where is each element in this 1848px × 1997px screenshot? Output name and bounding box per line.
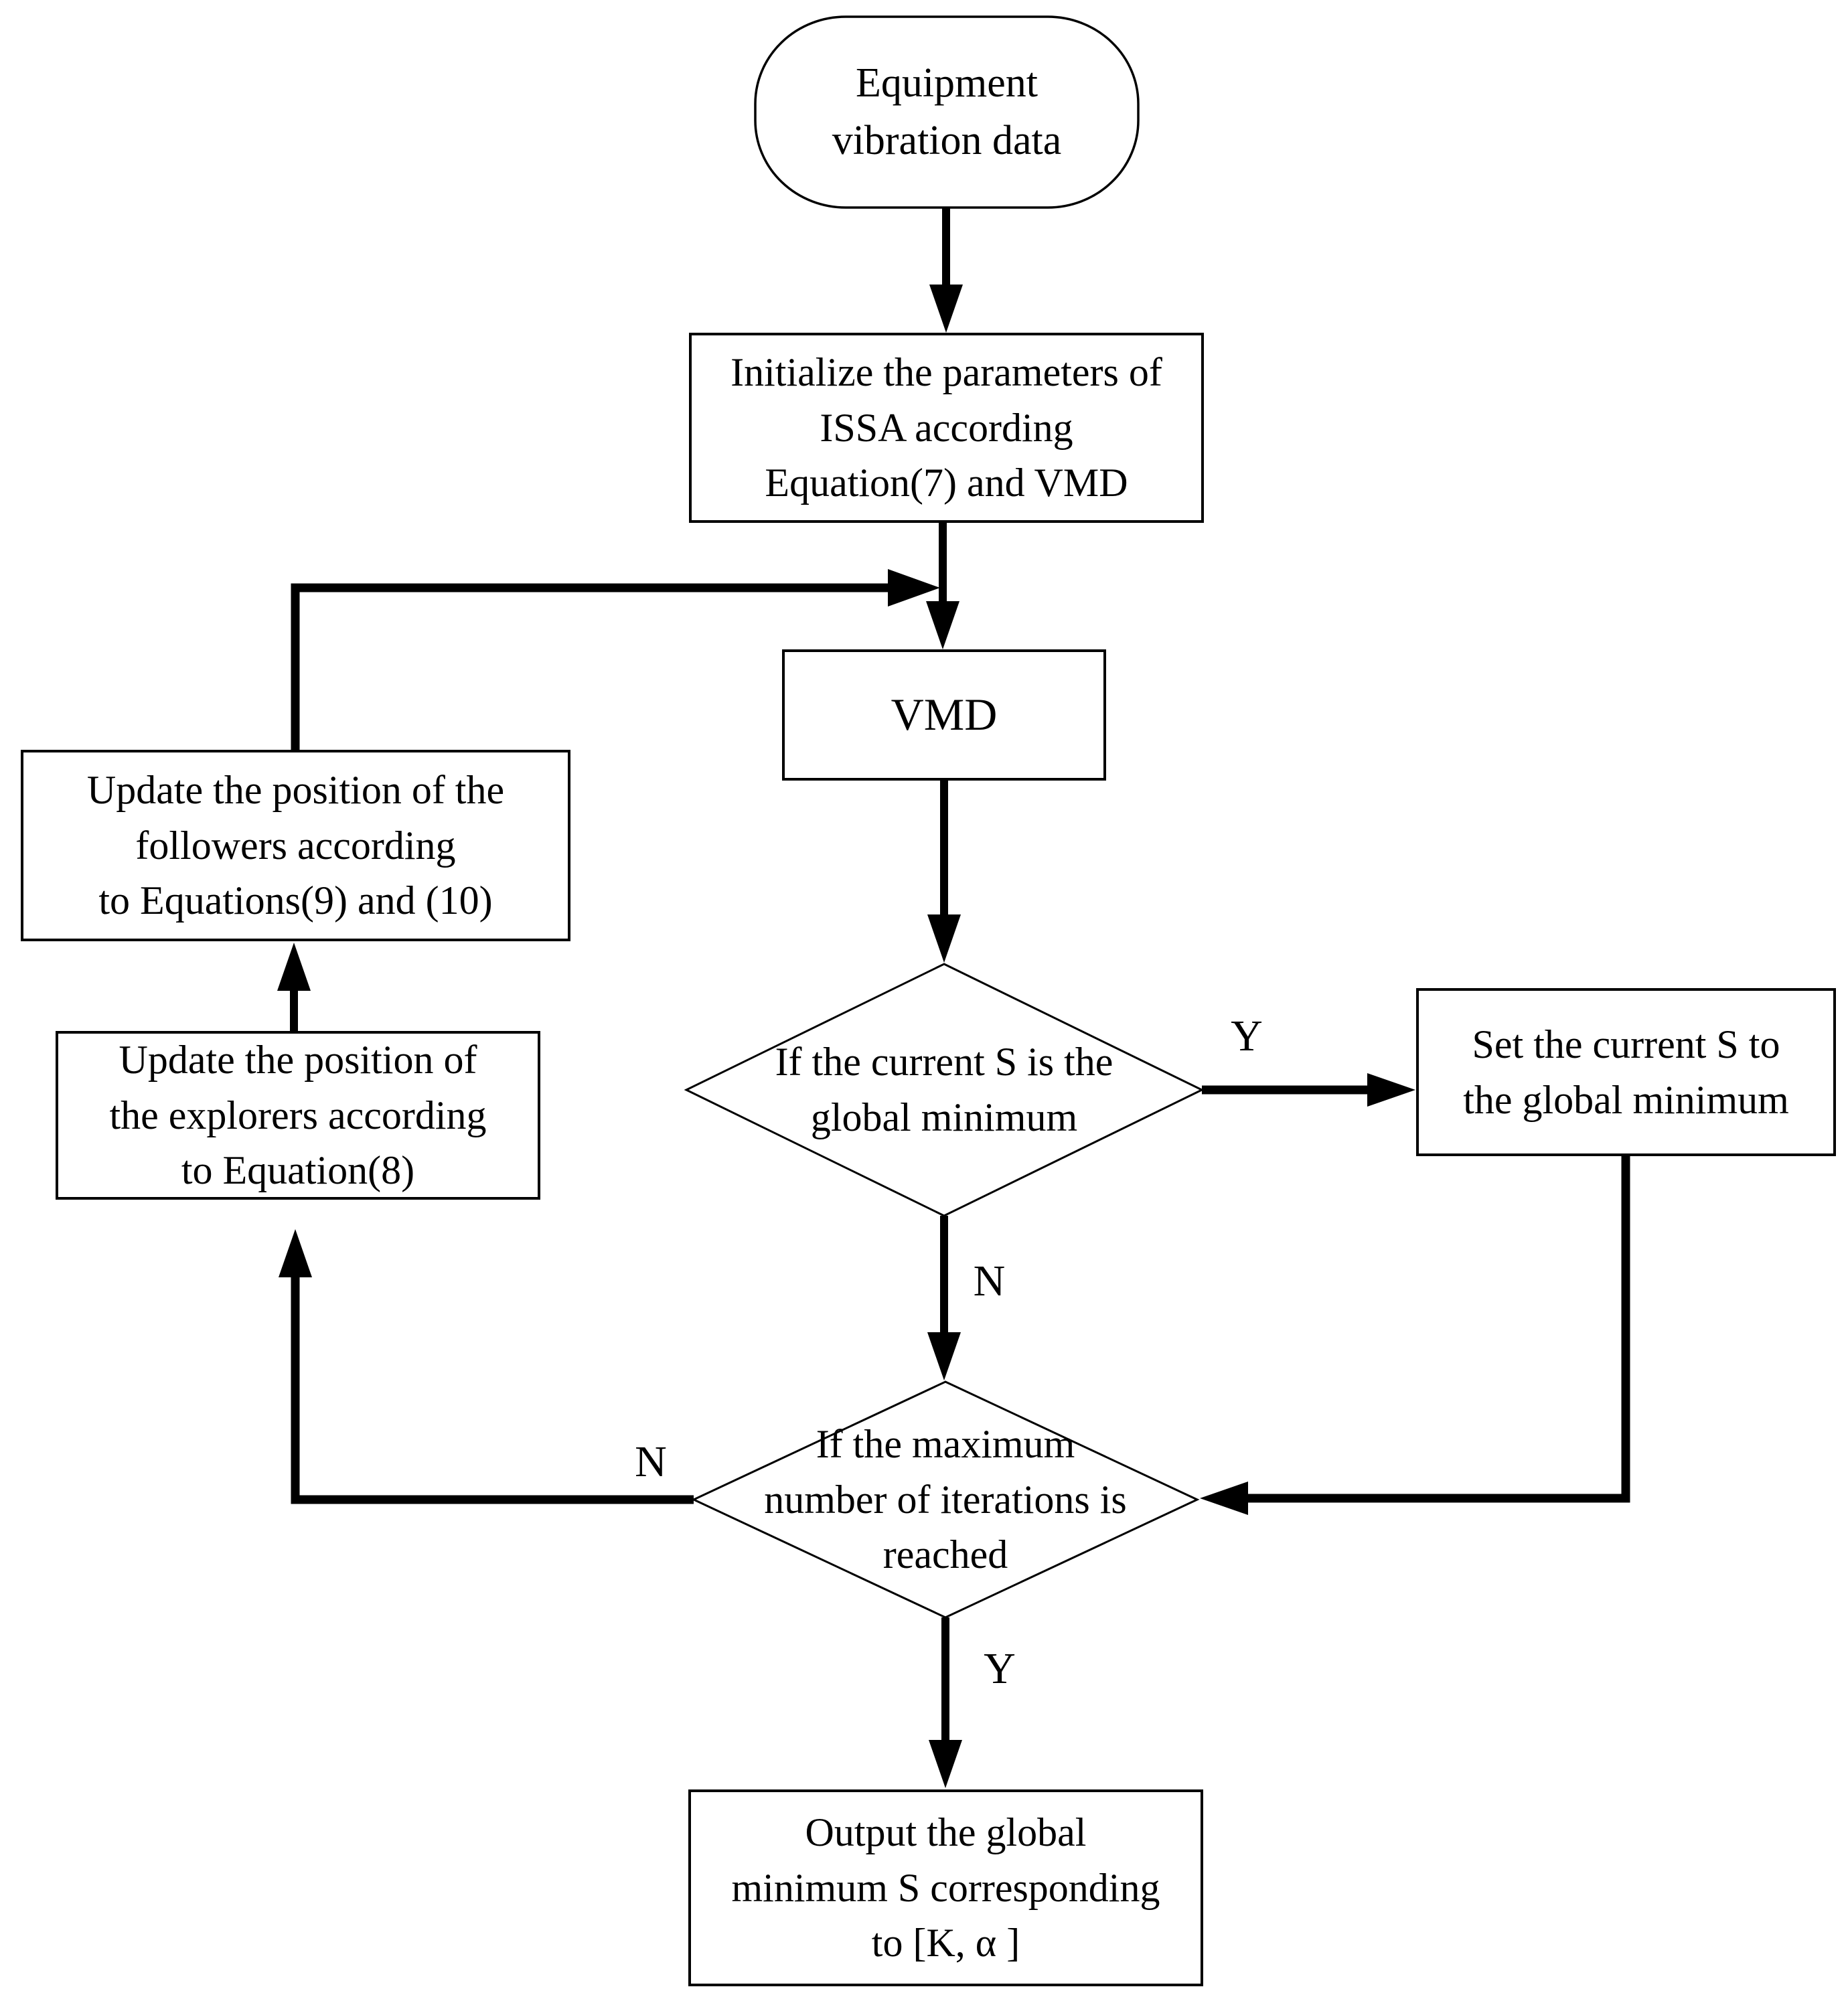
edge-followers-vmd-junction	[291, 583, 891, 751]
decision-global-min-yes-label: Y	[1231, 1012, 1263, 1060]
start-node-label: Equipment vibration data	[832, 60, 1062, 163]
decision-max-iter-label: If the maximum number of iterations is r…	[764, 1421, 1127, 1577]
vmd-box-label: VMD	[891, 689, 998, 740]
arrowhead-set-global-min-decision-max-iter	[1200, 1482, 1248, 1515]
edge-decision-max-iter-no	[291, 1276, 694, 1504]
update-followers-box-label: Update the position of the followers acc…	[86, 767, 505, 923]
initialize-box-label: Initialize the parameters of ISSA accord…	[730, 349, 1162, 505]
arrowhead-decision-global-min-yes	[1367, 1073, 1415, 1107]
arrowhead-decision-max-iter-no	[279, 1229, 312, 1277]
decision-global-min-label: If the current S is the global minimum	[775, 1040, 1113, 1139]
arrowhead-decision-global-min-no	[927, 1332, 961, 1380]
arrowhead-initialize-vmd	[926, 601, 959, 649]
decision-global-min-no-label: N	[973, 1256, 1006, 1305]
output-box-shape	[688, 1789, 1203, 1986]
arrowhead-vmd-decision-global-min	[927, 914, 961, 963]
decision-max-iter-yes-label: Y	[984, 1644, 1016, 1693]
arrowhead-start-initialize	[929, 285, 963, 333]
arrowhead-decision-max-iter-yes	[929, 1740, 962, 1788]
edge-set-global-min-decision-max-iter	[1248, 1155, 1630, 1503]
update-explorers-box-label: Update the position of the explorers acc…	[109, 1037, 487, 1193]
arrowhead-explorers-followers	[277, 943, 311, 991]
output-box-label: Output the global minimum S correspondin…	[731, 1810, 1160, 1966]
arrowhead-followers-vmd-junction	[888, 569, 940, 607]
set-global-min-box-label: Set the current S to the global minimum	[1463, 1022, 1789, 1122]
decision-max-iter-no-label: N	[635, 1437, 667, 1486]
